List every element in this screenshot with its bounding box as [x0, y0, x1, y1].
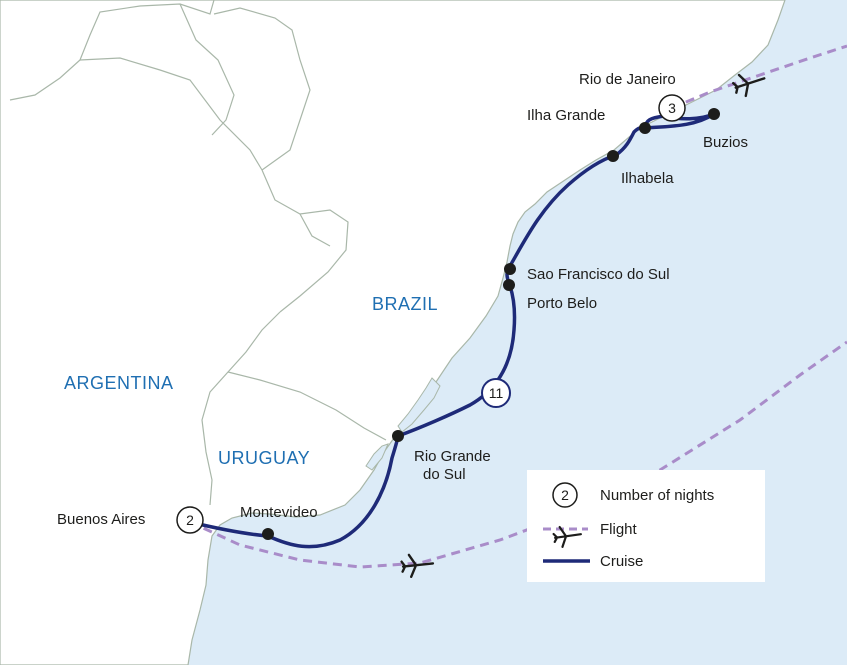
- airplane-icon: [552, 525, 582, 548]
- port-label-sao-francisco-do-sul: Sao Francisco do Sul: [527, 266, 670, 283]
- nights-count-rio: 3: [668, 100, 676, 116]
- port-dots: [262, 108, 720, 540]
- port-label-ilha-grande: Ilha Grande: [527, 107, 605, 124]
- port-label-ilhabela: Ilhabela: [621, 170, 674, 187]
- port-label-buenos-aires: Buenos Aires: [57, 511, 145, 528]
- legend: 2 Number of nights Flight Cruise: [527, 470, 765, 582]
- legend-nights-icon: [552, 482, 578, 508]
- port-dot-ilhabela[interactable]: [607, 150, 619, 162]
- country-label-uruguay: URUGUAY: [218, 448, 310, 468]
- country-label-argentina: ARGENTINA: [64, 373, 174, 393]
- nights-marker-at-sea[interactable]: 11: [481, 378, 511, 408]
- port-label-buzios: Buzios: [703, 134, 748, 151]
- legend-nights-example: 2: [561, 487, 569, 503]
- nights-marker-buenos-aires[interactable]: 2: [176, 506, 204, 534]
- nights-count-buenos-aires: 2: [186, 512, 194, 528]
- nights-count-at-sea: 11: [489, 385, 504, 401]
- airplane-icon: [400, 553, 435, 578]
- port-dot-sao-francisco-do-sul[interactable]: [504, 263, 516, 275]
- legend-nights-label: Number of nights: [600, 487, 714, 504]
- country-borders: [9, 0, 387, 506]
- flight-route-south: [189, 340, 847, 569]
- port-dot-rio-grande-do-sul[interactable]: [392, 430, 404, 442]
- port-label-rio-grande: Rio Grande: [414, 448, 491, 465]
- legend-cruise-label: Cruise: [600, 553, 643, 570]
- port-dot-montevideo[interactable]: [262, 528, 274, 540]
- flight-route-north: [671, 44, 847, 110]
- port-dot-buzios[interactable]: [708, 108, 720, 120]
- port-dot-ilha-grande[interactable]: [639, 122, 651, 134]
- port-label-rio-de-janeiro: Rio de Janeiro: [579, 71, 676, 88]
- port-label-montevideo: Montevideo: [240, 504, 318, 521]
- port-label-rio-grande-line2: do Sul: [423, 466, 466, 483]
- lagoon-small: [365, 443, 389, 471]
- flight-routes: [189, 44, 847, 569]
- country-label-brazil: BRAZIL: [372, 294, 438, 314]
- port-dot-porto-belo[interactable]: [503, 279, 515, 291]
- port-label-porto-belo: Porto Belo: [527, 295, 597, 312]
- airplane-icon: [732, 73, 766, 98]
- legend-flight-label: Flight: [600, 521, 638, 538]
- nights-marker-rio[interactable]: 3: [658, 94, 686, 122]
